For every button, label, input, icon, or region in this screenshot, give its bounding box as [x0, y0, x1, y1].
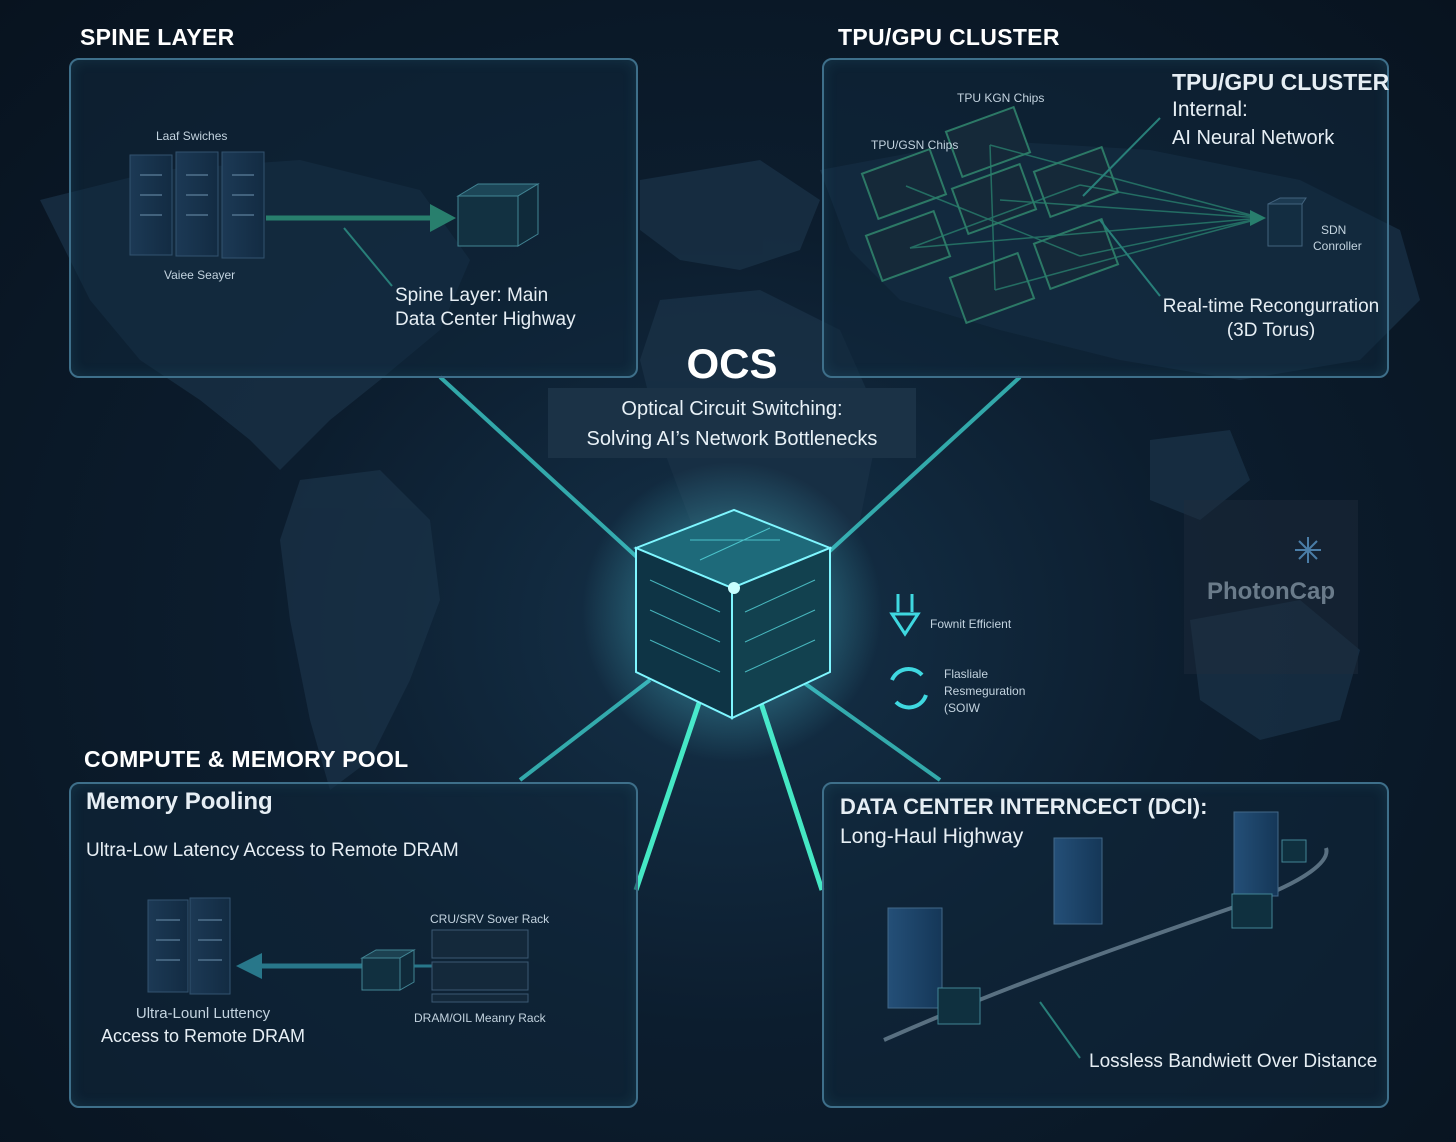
memory-caption-line1: Ultra-Lounl Luttency	[98, 1003, 308, 1025]
cluster-section-title: TPU/GPU CLUSTER	[838, 24, 1060, 51]
ocs-cube	[582, 462, 882, 762]
server-rack-label: CRU/SRV Sover Rack	[430, 912, 549, 926]
cluster-heading-line1: TPU/GPU CLUSTER	[1172, 68, 1389, 96]
dci-heading-line1: DATA CENTER INTERNCECT (DCI):	[840, 792, 1207, 822]
watermark-text: PhotonCap	[1184, 578, 1358, 606]
ocs-subtitle: Optical Circuit Switching: Solving AI’s …	[548, 388, 916, 458]
cluster-heading-line2: Internal:	[1172, 96, 1389, 124]
reconfiguration-icon	[892, 669, 926, 707]
cluster-heading-line3: AI Neural Network	[1172, 124, 1389, 152]
sdn-line1: SDN	[1313, 222, 1362, 238]
ocs-subtitle-line2: Solving AI’s Network Bottlenecks	[548, 424, 916, 454]
memory-caption-line2: Access to Remote DRAM	[98, 1025, 308, 1047]
reconfig-line3: (SOIW	[944, 700, 1025, 717]
reconfig-line1: Flasliale	[944, 666, 1025, 683]
cluster-reconfig-line1: Real-time Recongurration	[1158, 295, 1384, 319]
spine-callout-line2: Data Center Highway	[395, 308, 576, 332]
cluster-reconfig-callout: Real-time Recongurration (3D Torus)	[1158, 295, 1384, 343]
memory-subheading: Ultra-Low Latency Access to Remote DRAM	[86, 840, 459, 862]
spine-callout-line1: Spine Layer: Main	[395, 284, 576, 308]
memory-caption: Ultra-Lounl Luttency Access to Remote DR…	[98, 1003, 308, 1047]
memory-heading: Memory Pooling	[86, 788, 273, 816]
power-efficient-label: Fownit Efficient	[930, 617, 1011, 631]
dci-heading-line2: Long-Haul Highway	[840, 822, 1207, 852]
cluster-reconfig-line2: (3D Torus)	[1158, 319, 1384, 343]
chips-label-left: TPU/GSN Chips	[871, 138, 958, 152]
reconfig-line2: Resmeguration	[944, 683, 1025, 700]
ocs-subtitle-line1: Optical Circuit Switching:	[548, 394, 916, 424]
memory-pool-panel	[69, 782, 638, 1108]
dci-heading: DATA CENTER INTERNCECT (DCI): Long-Haul …	[840, 792, 1207, 852]
spine-layer-small-label: Vaiee Seayer	[164, 268, 235, 282]
dci-caption: Lossless Bandwiett Over Distance	[1089, 1051, 1377, 1073]
spine-section-title: SPINE LAYER	[80, 24, 235, 51]
power-efficient-icon	[892, 594, 918, 634]
chips-label-top: TPU KGN Chips	[957, 91, 1044, 105]
spine-callout: Spine Layer: Main Data Center Highway	[395, 284, 576, 332]
reconfiguration-label: Flasliale Resmeguration (SOIW	[944, 666, 1025, 717]
ocs-title: OCS	[548, 340, 916, 388]
cluster-heading: TPU/GPU CLUSTER Internal: AI Neural Netw…	[1172, 68, 1389, 152]
sdn-line2: Conroller	[1313, 238, 1362, 254]
leaf-switches-label: Laaf Swiches	[156, 129, 227, 143]
sdn-controller-label: SDN Conroller	[1313, 222, 1362, 254]
memory-section-title: COMPUTE & MEMORY POOL	[84, 746, 408, 773]
dram-rack-label: DRAM/OIL Meanry Rack	[414, 1011, 546, 1025]
